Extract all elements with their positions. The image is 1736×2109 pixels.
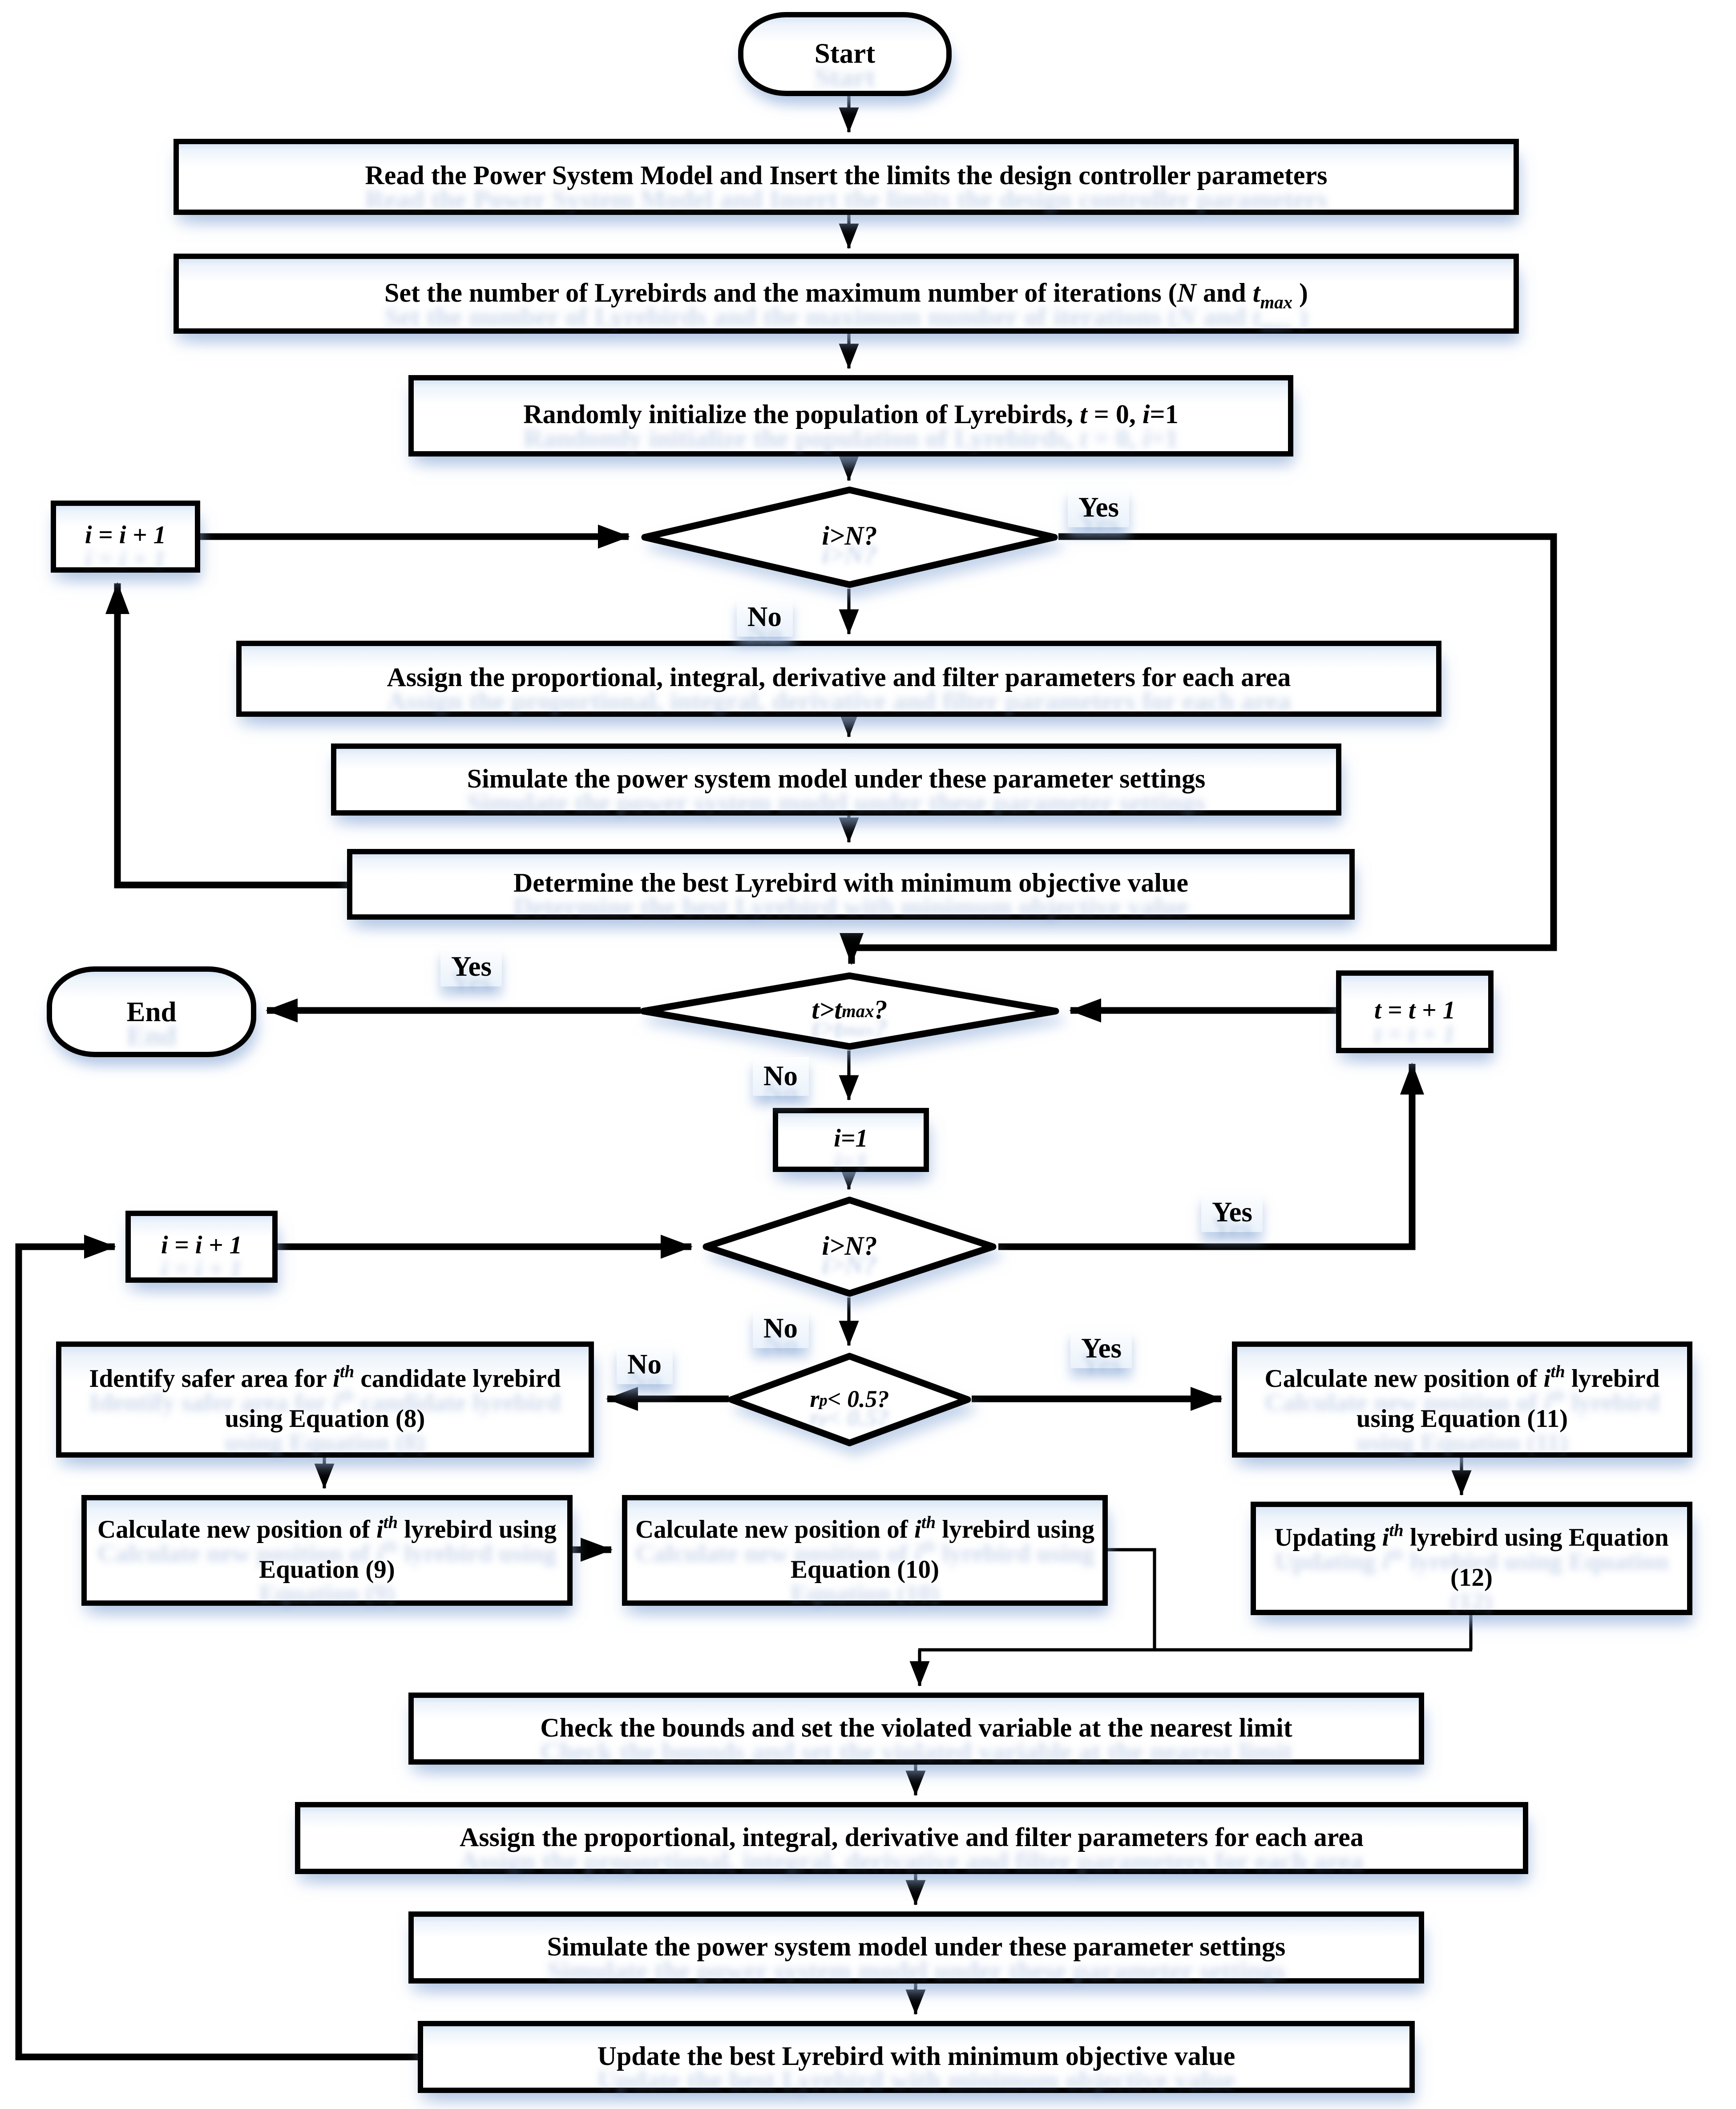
node-assign-params-2: Assign the proportional, integral, deriv… — [295, 1802, 1528, 1874]
node-init-population: Randomly initialize the population of Ly… — [408, 375, 1293, 457]
decision-i-gt-n-1: i > N? — [641, 486, 1058, 589]
edge-update-inci2-feedback — [15, 1235, 418, 2061]
node-eq12-label: Updating ith lyrebird using Equation (12… — [1274, 1520, 1669, 1592]
node-increment-i-2-label: i = i + 1 — [161, 1232, 242, 1260]
edge-label-rp-no: No — [617, 1345, 673, 1384]
node-update-best-label: Update the best Lyrebird with minimum ob… — [597, 2041, 1235, 2071]
node-read-model-label: Read the Power System Model and Insert t… — [365, 162, 1328, 191]
node-assign-params-2-label: Assign the proportional, integral, deriv… — [459, 1822, 1364, 1852]
node-eq9-label: Calculate new position of ith lyrebird u… — [97, 1512, 557, 1584]
edge-label-loop1-no: No — [737, 598, 793, 637]
node-increment-i-1-label: i = i + 1 — [85, 522, 166, 550]
node-reset-i: i=1 — [773, 1108, 929, 1172]
node-eq8: Identify safer area for ith candidate ly… — [56, 1341, 594, 1458]
node-assign-params-1: Assign the proportional, integral, deriv… — [236, 641, 1441, 717]
decision-i-gt-n-2-label: i > N? — [822, 1231, 877, 1261]
diamond-shape — [640, 972, 1059, 1050]
decision-i-gt-n-2: i > N? — [702, 1196, 997, 1297]
diamond-shape — [641, 486, 1058, 588]
node-read-model: Read the Power System Model and Insert t… — [174, 139, 1519, 215]
node-eq10: Calculate new position of ith lyrebird u… — [622, 1495, 1108, 1606]
edge-label-loop2-yes: Yes — [1201, 1193, 1264, 1232]
node-start: Start — [738, 12, 952, 96]
node-assign-params-1-label: Assign the proportional, integral, deriv… — [387, 663, 1291, 693]
edge-label-iter-no: No — [753, 1057, 809, 1096]
node-eq9: Calculate new position of ith lyrebird u… — [81, 1495, 573, 1606]
node-reset-i-label: i=1 — [834, 1125, 868, 1153]
diamond-shape — [702, 1196, 997, 1297]
node-end: End — [47, 966, 256, 1057]
node-eq12: Updating ith lyrebird using Equation (12… — [1251, 1502, 1692, 1615]
node-determine-best: Determine the best Lyrebird with minimum… — [347, 849, 1355, 920]
edge-loop2-yes-branch — [998, 1063, 1424, 1250]
node-eq11-label: Calculate new position of ith lyrebird u… — [1264, 1361, 1660, 1433]
node-set-params-label: Set the number of Lyrebirds and the maxi… — [384, 278, 1308, 312]
node-eq8-label: Identify safer area for ith candidate ly… — [89, 1361, 561, 1433]
edge-determine-inci1-feedback — [105, 582, 347, 889]
node-simulate-1: Simulate the power system model under th… — [331, 743, 1341, 816]
diamond-shape — [728, 1353, 971, 1446]
node-eq10-label: Calculate new position of ith lyrebird u… — [635, 1512, 1095, 1584]
edge-label-iter-yes: Yes — [440, 948, 503, 986]
node-determine-best-label: Determine the best Lyrebird with minimum… — [513, 869, 1189, 898]
edge-label-loop1-yes: Yes — [1068, 489, 1130, 527]
node-increment-t: t = t + 1 — [1336, 970, 1494, 1053]
decision-i-gt-n-1-label: i > N? — [822, 522, 877, 551]
node-increment-i-1: i = i + 1 — [51, 501, 200, 573]
edge-label-loop2-no: No — [753, 1309, 809, 1348]
node-simulate-2-label: Simulate the power system model under th… — [547, 1932, 1286, 1962]
node-check-bounds-label: Check the bounds and set the violated va… — [540, 1713, 1292, 1743]
edge-loop1-yes-branch — [840, 533, 1557, 965]
node-start-label: Start — [814, 37, 876, 69]
node-simulate-1-label: Simulate the power system model under th… — [467, 764, 1206, 794]
edge-label-rp-yes: Yes — [1070, 1329, 1133, 1368]
node-set-params: Set the number of Lyrebirds and the maxi… — [174, 254, 1519, 334]
node-increment-i-2: i = i + 1 — [125, 1211, 278, 1283]
node-end-label: End — [126, 995, 177, 1027]
node-eq11: Calculate new position of ith lyrebird u… — [1232, 1341, 1692, 1458]
node-simulate-2: Simulate the power system model under th… — [408, 1911, 1424, 1984]
edge-eq10-merge — [1108, 1548, 1156, 1650]
node-check-bounds: Check the bounds and set the violated va… — [408, 1693, 1424, 1765]
node-init-population-label: Randomly initialize the population of Ly… — [523, 400, 1179, 430]
node-update-best: Update the best Lyrebird with minimum ob… — [418, 2021, 1415, 2093]
node-increment-t-label: t = t + 1 — [1374, 997, 1456, 1025]
